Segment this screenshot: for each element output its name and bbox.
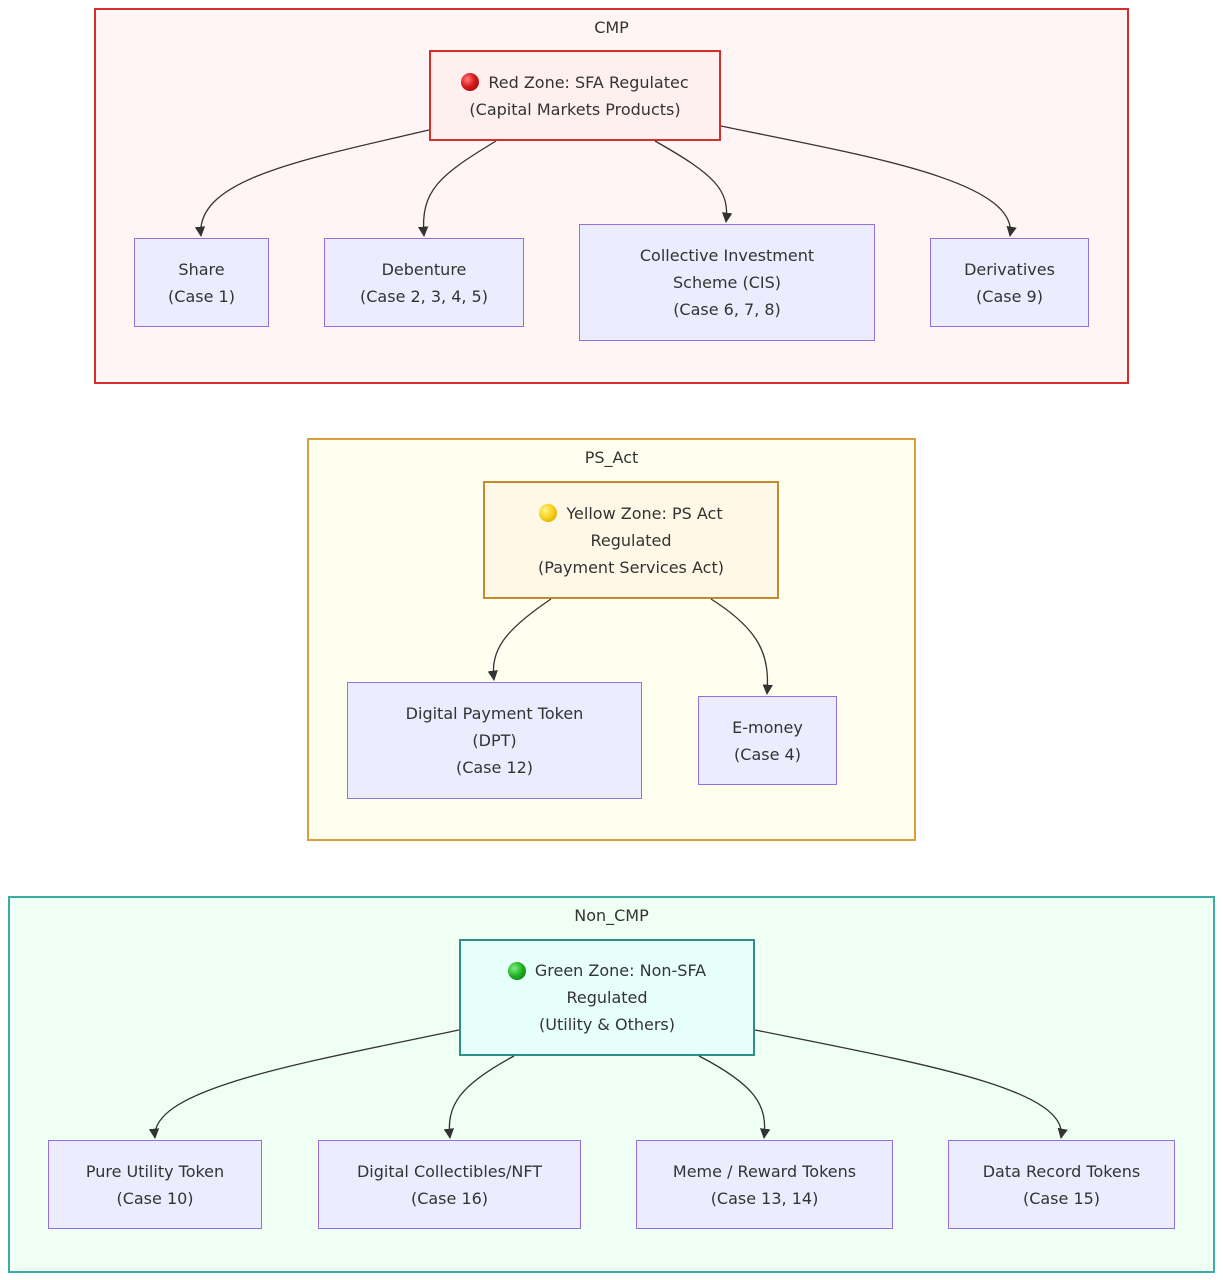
- node-derivatives[interactable]: Derivatives (Case 9): [930, 238, 1089, 327]
- node-label: Share: [178, 259, 225, 279]
- zone-subtitle-yellow: Regulated: [590, 530, 672, 550]
- red-circle-icon: [461, 73, 480, 91]
- cluster-title-non-cmp: Non_CMP: [574, 906, 649, 925]
- zone-subtitle-yellow-2: (Payment Services Act): [538, 557, 724, 577]
- node-case: (Case 15): [1022, 1188, 1101, 1208]
- node-label: E-money: [732, 717, 803, 737]
- node-dpt[interactable]: Digital Payment Token (DPT) (Case 12): [347, 682, 642, 799]
- zone-label-green: Green Zone: Non-SFA: [534, 961, 707, 980]
- node-case: (Case 1): [168, 286, 235, 306]
- node-label-2: (DPT): [472, 731, 517, 750]
- zone-label-red: Red Zone: SFA Regulatec: [488, 72, 689, 92]
- node-case: (Case 10): [116, 1188, 194, 1208]
- zone-label-yellow: Yellow Zone: PS Act: [566, 503, 723, 523]
- node-case: (Case 16): [410, 1188, 489, 1208]
- zone-subtitle-green-2: (Utility & Others): [539, 1015, 675, 1034]
- node-case: (Case 4): [734, 744, 801, 764]
- node-label: Digital Payment Token: [405, 704, 584, 723]
- node-case: (Case 13, 14): [710, 1188, 819, 1208]
- node-cis[interactable]: Collective Investment Scheme (CIS) (Case…: [579, 224, 875, 341]
- zone-node-green[interactable]: Green Zone: Non-SFA Regulated (Utility &…: [459, 939, 755, 1056]
- node-label: Collective Investment: [639, 246, 815, 265]
- node-case: (Case 6, 7, 8): [673, 300, 781, 319]
- node-label: Digital Collectibles/NFT: [356, 1161, 543, 1181]
- zone-node-red[interactable]: Red Zone: SFA Regulatec (Capital Markets…: [429, 50, 721, 141]
- zone-subtitle-red: (Capital Markets Products): [469, 99, 681, 119]
- node-case: (Case 9): [976, 286, 1043, 306]
- node-label: Debenture: [381, 259, 467, 279]
- cluster-title-ps-act: PS_Act: [584, 448, 639, 467]
- node-label: Meme / Reward Tokens: [672, 1161, 857, 1181]
- zone-subtitle-green: Regulated: [566, 988, 648, 1007]
- node-label: Pure Utility Token: [85, 1161, 225, 1181]
- node-case: (Case 12): [455, 758, 534, 777]
- zone-heading-red: Red Zone: SFA Regulatec: [461, 69, 689, 96]
- node-e-money[interactable]: E-money (Case 4): [698, 696, 837, 785]
- zone-heading-yellow: Yellow Zone: PS Act: [539, 500, 723, 527]
- node-meme-reward-tokens[interactable]: Meme / Reward Tokens (Case 13, 14): [636, 1140, 893, 1229]
- yellow-circle-icon: [539, 504, 558, 522]
- node-share[interactable]: Share (Case 1): [134, 238, 269, 327]
- node-digital-collectibles-nft[interactable]: Digital Collectibles/NFT (Case 16): [318, 1140, 581, 1229]
- node-data-record-tokens[interactable]: Data Record Tokens (Case 15): [948, 1140, 1175, 1229]
- cluster-title-cmp: CMP: [594, 18, 629, 37]
- node-label-2: Scheme (CIS): [673, 273, 781, 292]
- node-debenture[interactable]: Debenture (Case 2, 3, 4, 5): [324, 238, 524, 327]
- node-pure-utility-token[interactable]: Pure Utility Token (Case 10): [48, 1140, 262, 1229]
- node-label: Data Record Tokens: [982, 1161, 1141, 1181]
- node-label: Derivatives: [964, 259, 1055, 279]
- node-case: (Case 2, 3, 4, 5): [360, 286, 488, 306]
- green-circle-icon: [507, 961, 526, 980]
- zone-node-yellow[interactable]: Yellow Zone: PS Act Regulated (Payment S…: [483, 481, 779, 599]
- zone-heading-green: Green Zone: Non-SFA: [507, 957, 707, 984]
